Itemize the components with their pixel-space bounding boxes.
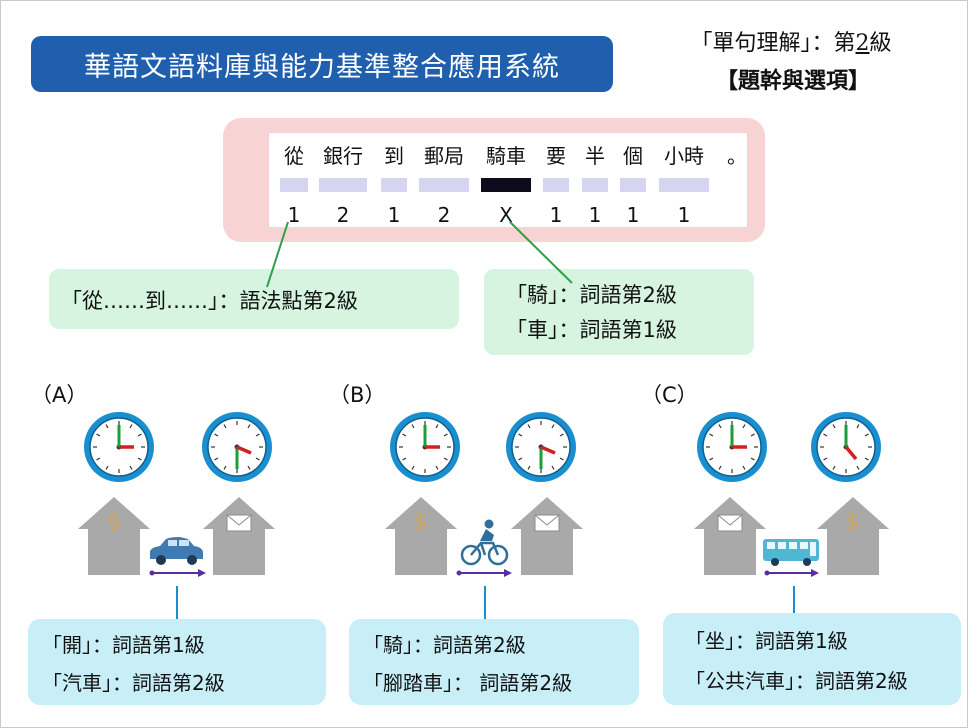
building-post-office-icon [203, 497, 275, 575]
token-level: 1 [549, 203, 563, 227]
level-bar [419, 178, 469, 192]
token-5: 騎車 X [481, 142, 531, 228]
option-b-line2: 「腳踏車」： 詞語第2級 [363, 671, 573, 695]
envelope-icon [534, 514, 560, 532]
clock-end-icon [810, 411, 882, 483]
connector-grammar [266, 221, 289, 288]
building-post-office-icon [694, 497, 766, 575]
bicycle-icon [460, 519, 509, 566]
clock-end-icon [505, 411, 577, 483]
token-level: 1 [626, 203, 640, 227]
token-8: 個 1 [620, 142, 646, 228]
token-word: 銀行 [323, 144, 363, 168]
route-arrow [456, 569, 512, 577]
option-c-label: （C） [641, 383, 698, 407]
dollar-sign-icon [414, 510, 428, 535]
option-a-line1: 「開」：詞語第1級 [42, 633, 205, 657]
bus-icon [763, 539, 819, 566]
clock-start-icon [389, 411, 461, 483]
building-post-office-icon [511, 497, 583, 575]
building-bank-icon [385, 497, 457, 575]
token-word: 小時 [664, 144, 704, 168]
app-title: 華語文語料庫與能力基準整合應用系統 [84, 51, 560, 83]
grammar-note: 「從……到……」：語法點第2級 [49, 269, 459, 329]
token-2: 銀行 2 [319, 142, 367, 228]
level-bar [381, 178, 407, 192]
envelope-icon [717, 514, 743, 532]
app-title-banner: 華語文語料庫與能力基準整合應用系統 [31, 36, 613, 92]
dollar-sign-icon [107, 510, 121, 535]
level-bar [620, 178, 646, 192]
task-level: 「單句理解」：第2級 [661, 25, 921, 57]
token-word: 從 [284, 144, 304, 168]
grammar-note-text: 「從……到……」：語法點第2級 [61, 289, 358, 313]
token-level: 1 [287, 203, 301, 227]
level-bar [582, 178, 608, 192]
clock-end-icon [201, 411, 273, 483]
level-suffix: 級 [869, 31, 892, 56]
car-icon [150, 537, 203, 565]
token-word: 要 [546, 144, 566, 168]
vocab-note-line2: 「車」：詞語第1級 [506, 318, 677, 342]
option-b-label: （B） [329, 383, 386, 407]
token-end: 。 [727, 142, 747, 170]
option-a-box: 「開」：詞語第1級 「汽車」：詞語第2級 [28, 619, 326, 705]
token-6: 要 1 [543, 142, 569, 228]
token-level: 2 [437, 203, 451, 227]
token-3: 到 1 [381, 142, 407, 228]
token-level: 2 [336, 203, 350, 227]
option-a-line2: 「汽車」：詞語第2級 [42, 671, 225, 695]
building-bank-icon [78, 497, 150, 575]
section-subtitle: 【題幹與選項】 [715, 69, 870, 94]
option-c-line1: 「坐」：詞語第1級 [685, 629, 848, 653]
envelope-icon [226, 514, 252, 532]
end-punctuation: 。 [727, 144, 747, 168]
option-a-illustration [78, 411, 275, 619]
vocab-note-line1: 「騎」：詞語第2級 [506, 283, 677, 307]
token-level: X [499, 203, 513, 227]
option-c-line2: 「公共汽車」：詞語第2級 [685, 669, 908, 693]
token-1: 從 1 [280, 142, 308, 228]
option-c-box: 「坐」：詞語第1級 「公共汽車」：詞語第2級 [663, 613, 961, 705]
level-bar [280, 178, 308, 192]
level-bar [319, 178, 367, 192]
token-word: 半 [585, 144, 605, 168]
level-number: 2 [855, 31, 870, 56]
clock-start-icon [83, 411, 155, 483]
option-b-illustration [385, 411, 583, 619]
token-word: 郵局 [424, 144, 464, 168]
option-a-label: （A） [31, 383, 88, 407]
token-7: 半 1 [582, 142, 608, 228]
vocab-note: 「騎」：詞語第2級 「車」：詞語第1級 [484, 269, 754, 355]
level-bar-unknown [481, 178, 531, 192]
building-bank-icon [817, 497, 889, 575]
token-level: 1 [588, 203, 602, 227]
token-9: 小時 1 [659, 142, 709, 228]
level-prefix: 「單句理解」：第 [690, 31, 856, 56]
option-b-box: 「騎」：詞語第2級 「腳踏車」： 詞語第2級 [349, 619, 639, 705]
option-b-line1: 「騎」：詞語第2級 [363, 633, 526, 657]
clock-start-icon [696, 411, 768, 483]
connector-vocab [509, 221, 573, 284]
token-word: 騎車 [486, 144, 526, 168]
token-word: 到 [384, 144, 404, 168]
token-level: 1 [677, 203, 691, 227]
option-c-illustration [694, 411, 889, 613]
token-4: 郵局 2 [419, 142, 469, 228]
level-bar [543, 178, 569, 192]
route-arrow [149, 569, 206, 577]
token-level: 1 [387, 203, 401, 227]
token-word: 個 [623, 144, 643, 168]
dollar-sign-icon [846, 510, 860, 535]
level-bar [659, 178, 709, 192]
route-arrow [764, 569, 819, 577]
